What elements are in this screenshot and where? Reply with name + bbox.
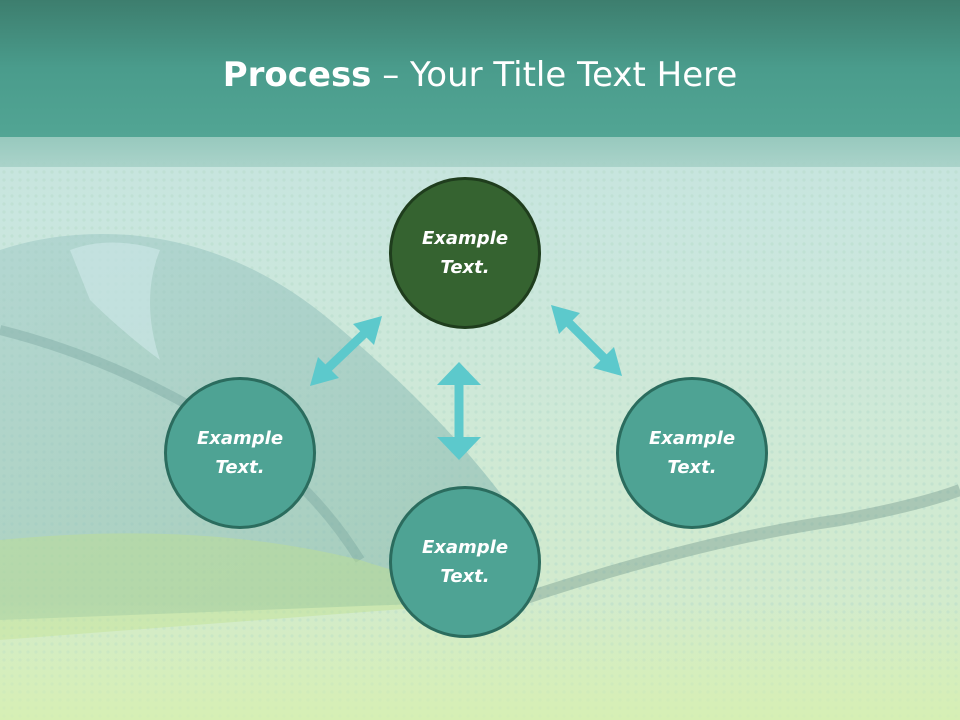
title-subband xyxy=(0,137,960,167)
title-text-part: – Your Title Text Here xyxy=(371,55,738,95)
process-node-left[interactable]: Example Text. xyxy=(164,377,316,529)
process-node-right[interactable]: Example Text. xyxy=(616,377,768,529)
title-bold-part: Process xyxy=(222,55,372,95)
double-arrow-icon xyxy=(310,316,382,386)
node-label: Example Text. xyxy=(648,428,736,478)
slide-title[interactable]: Process – Your Title Text Here xyxy=(0,52,960,98)
process-node-bottom[interactable]: Example Text. xyxy=(389,486,541,638)
node-label: Example Text. xyxy=(421,228,509,278)
double-arrow-icon xyxy=(551,305,622,376)
process-node-top[interactable]: Example Text. xyxy=(389,177,541,329)
node-label: Example Text. xyxy=(196,428,284,478)
double-arrow-icon xyxy=(437,362,481,460)
node-label: Example Text. xyxy=(421,537,509,587)
title-bar xyxy=(0,0,960,137)
